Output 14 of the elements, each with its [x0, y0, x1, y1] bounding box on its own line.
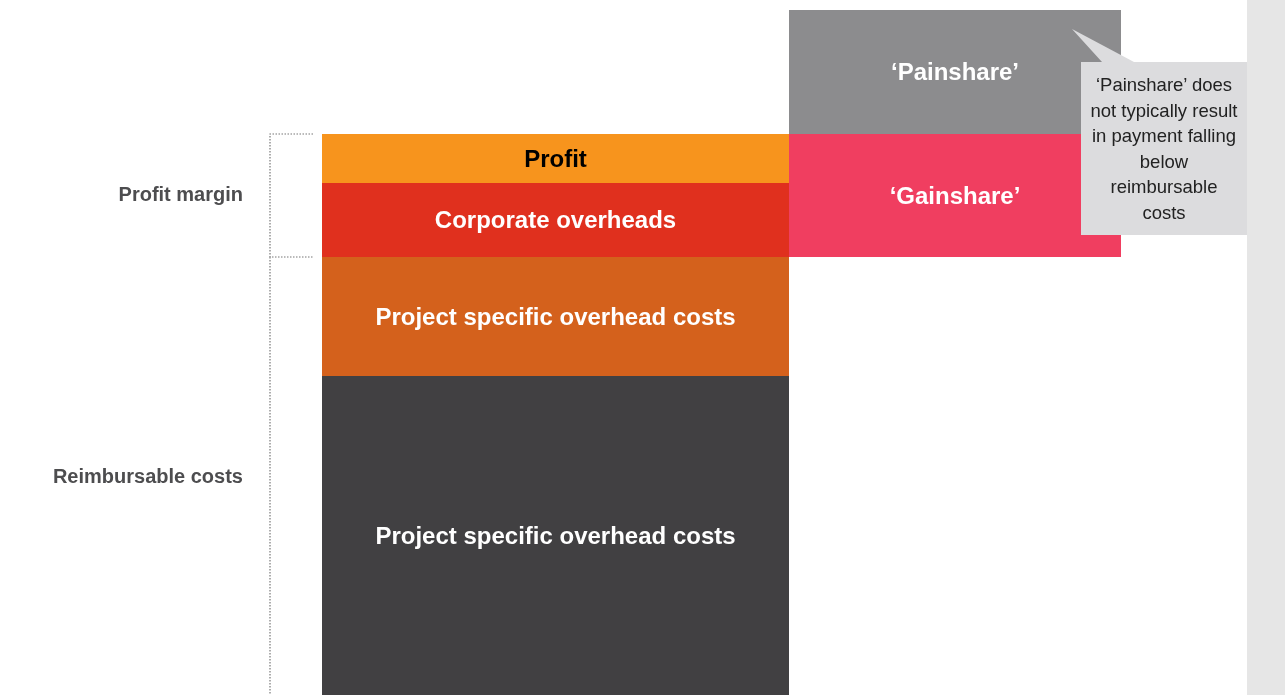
cost-block	[322, 376, 789, 695]
callout-text: ‘Painshare’ does not typically result in payment falling below reimbursable costs	[1089, 73, 1239, 225]
bracket-label: Reimbursable costs	[52, 465, 243, 488]
block-label: ‘Gainshare’	[889, 181, 1021, 210]
block-label: Corporate overheads	[434, 206, 677, 234]
cost-block	[322, 183, 789, 257]
block-label: ‘Painshare’	[890, 58, 1020, 86]
block-label: Project specific overhead costs	[375, 521, 736, 550]
cost-block	[322, 257, 789, 376]
block-label: Profit	[524, 144, 587, 173]
block-label: Project specific overhead costs	[375, 302, 736, 331]
cost-block	[322, 134, 789, 183]
bracket-label: Profit margin	[118, 183, 243, 206]
callout-tooltip	[1072, 29, 1247, 235]
